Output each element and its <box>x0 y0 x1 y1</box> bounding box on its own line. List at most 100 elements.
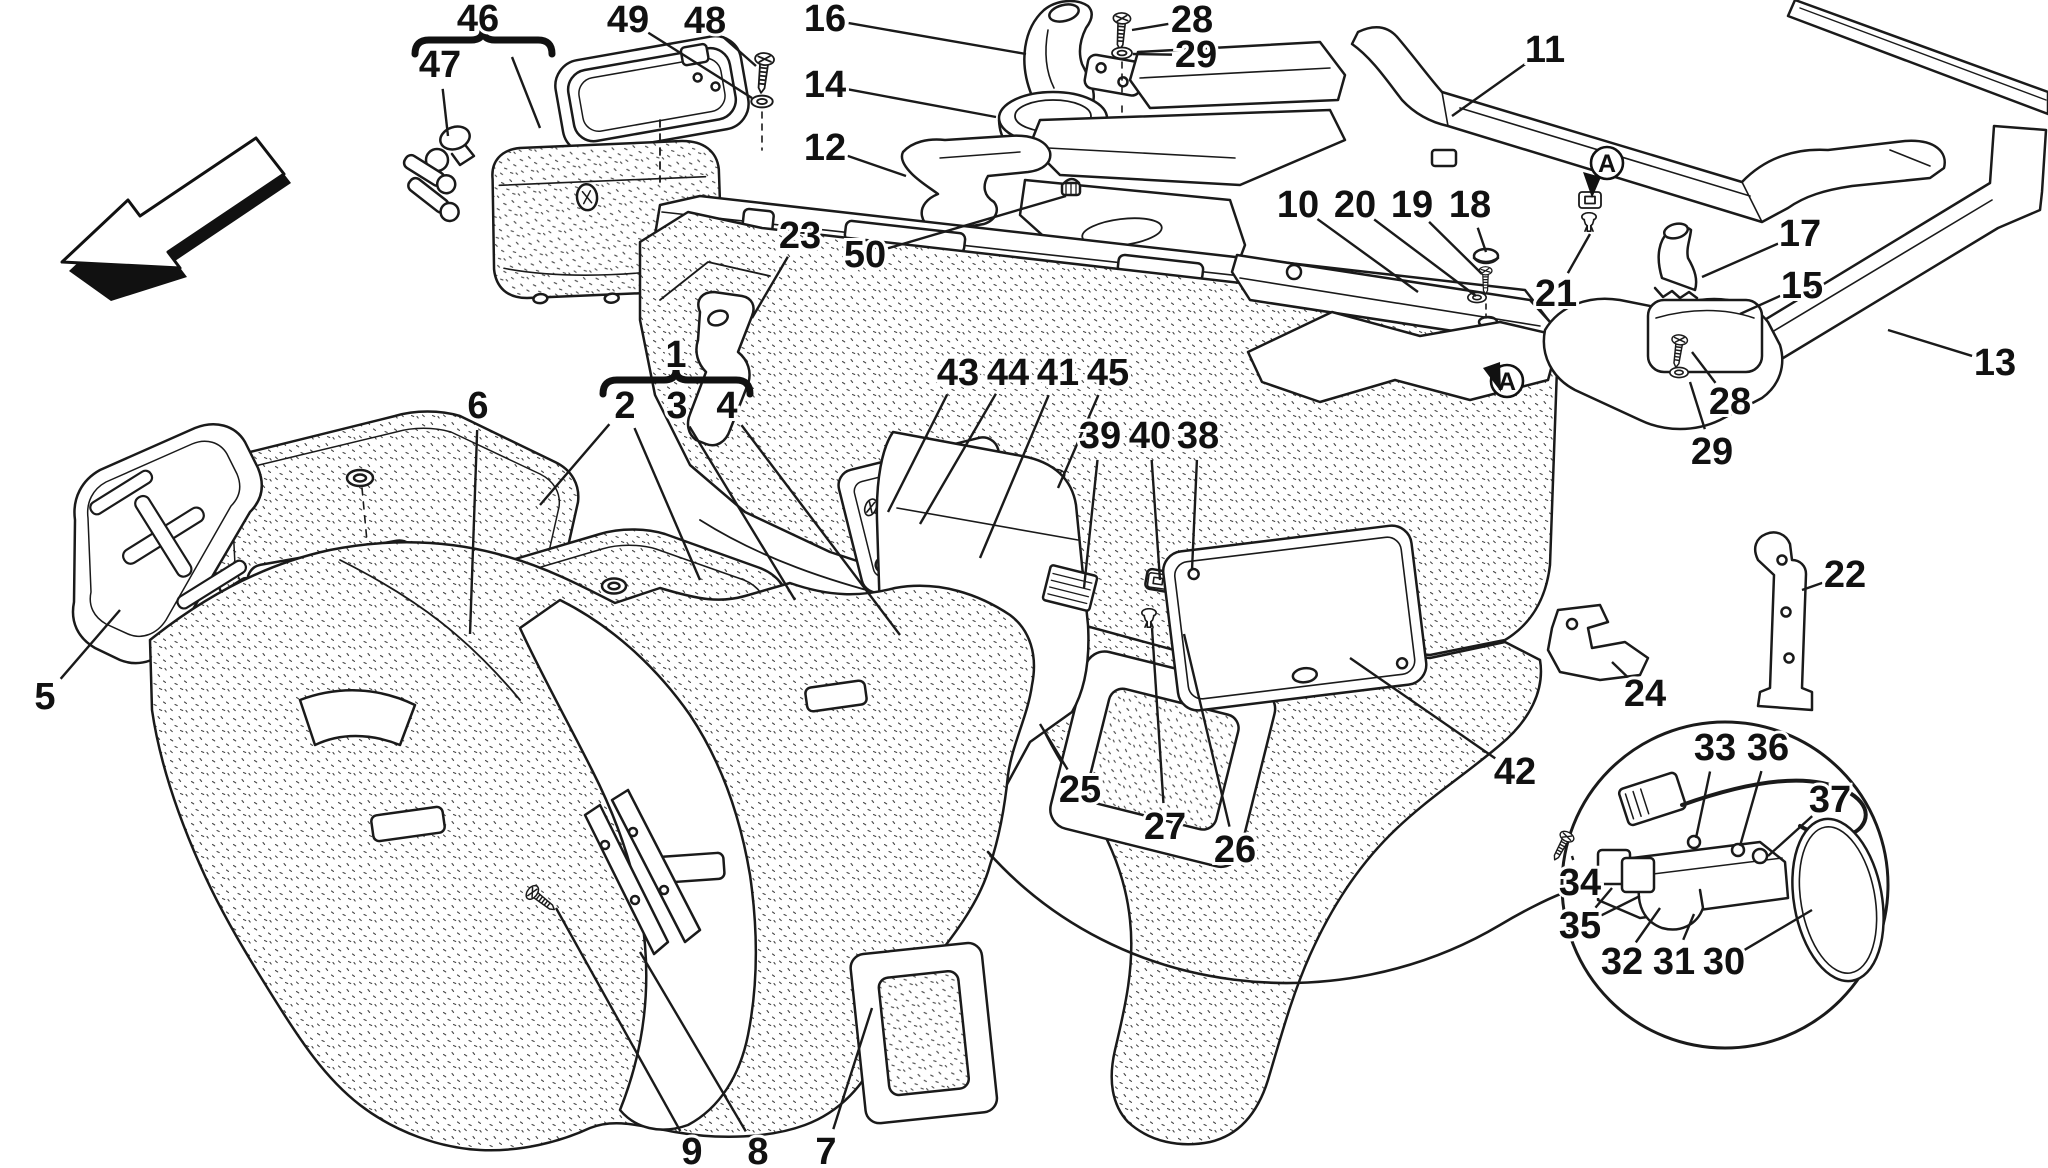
leader-line-22 <box>1801 581 1823 592</box>
part-label-48: 48 <box>684 0 726 42</box>
leader-line-50 <box>887 194 1067 250</box>
leader-line-3 <box>688 425 797 601</box>
leader-line-46 <box>510 56 542 129</box>
part-label-9: 9 <box>681 1131 702 1168</box>
part-label-1: 1 <box>665 334 686 376</box>
stud-37-icon <box>1751 847 1769 865</box>
part-label-29-2: 29 <box>1691 431 1733 473</box>
lock-and-keys-47 <box>402 125 476 223</box>
detail-circle <box>1547 720 1890 1050</box>
leader-line-43 <box>886 393 949 513</box>
bracket-for-46 <box>411 26 556 58</box>
leader-line-5 <box>59 609 121 680</box>
part-label-21: 21 <box>1535 273 1577 315</box>
washer-36-icon <box>1730 842 1746 858</box>
part-label-37: 37 <box>1809 779 1851 821</box>
pillar-strip-7 <box>610 788 702 944</box>
bracket-24 <box>1546 603 1650 682</box>
leader-line-27 <box>1150 627 1165 804</box>
part-label-47: 47 <box>419 44 461 86</box>
bracket-for-1 <box>599 366 754 398</box>
leader-line-11 <box>1451 62 1527 117</box>
leader-line-47 <box>441 88 450 137</box>
switch-blocks-35 <box>1596 848 1656 894</box>
leader-line-15 <box>1739 294 1781 316</box>
part-label-13: 13 <box>1974 342 2016 384</box>
leader-line-32 <box>1634 907 1661 944</box>
reference-marker-A-1: A <box>1583 145 1625 198</box>
part-label-40: 40 <box>1129 415 1171 457</box>
part-label-3: 3 <box>666 385 687 427</box>
part-label-5: 5 <box>34 676 55 718</box>
leader-line-24 <box>1611 661 1629 679</box>
leader-line-14 <box>848 88 997 119</box>
leader-line-42 <box>1349 657 1496 760</box>
leader-line-35 <box>1594 887 1613 909</box>
washer-29b-icon <box>1668 366 1690 379</box>
part-label-14: 14 <box>804 64 846 106</box>
leader-line-44 <box>918 393 997 525</box>
part-label-27: 27 <box>1144 806 1186 848</box>
leader-line-7 <box>832 1007 874 1130</box>
part-label-28-2: 28 <box>1709 381 1751 423</box>
part-label-50: 50 <box>844 234 886 276</box>
leader-line-20 <box>1373 218 1477 297</box>
part-label-36: 36 <box>1747 727 1789 769</box>
part-label-25: 25 <box>1059 769 1101 811</box>
rear-carpet-lower-extension <box>1024 610 1543 1146</box>
front-floor-carpet <box>148 541 1036 1152</box>
washer-49-icon <box>749 94 775 109</box>
clip-nut-21-icon <box>1577 190 1603 210</box>
part-label-29-1: 29 <box>1175 34 1217 76</box>
wiring-connector <box>1617 771 1687 827</box>
sticker-39 <box>1041 564 1099 612</box>
part-label-11: 11 <box>1525 29 1565 71</box>
hinge-strip-22 <box>1754 531 1814 712</box>
part-label-18: 18 <box>1449 184 1491 226</box>
marker-letter: A <box>1498 368 1516 396</box>
marker-letter: A <box>1598 150 1616 178</box>
detail-circle-leader-curve <box>986 850 1565 985</box>
washer-20-icon <box>1466 291 1488 304</box>
bracket-12 <box>900 134 1052 232</box>
leader-line-29 <box>1688 381 1706 430</box>
leader-line-45 <box>1056 394 1100 489</box>
leader-line-41 <box>978 394 1050 559</box>
sill-strip-10 <box>1230 253 1552 347</box>
leader-line-25 <box>1038 723 1069 771</box>
part-label-12: 12 <box>804 127 846 169</box>
part-label-19: 19 <box>1391 184 1433 226</box>
part-label-26: 26 <box>1214 829 1256 871</box>
leader-line-21 <box>1566 233 1592 274</box>
part-label-45: 45 <box>1087 352 1129 394</box>
leader-line-39 <box>1082 459 1099 589</box>
leader-line-31 <box>1682 913 1696 941</box>
leader-line-35 <box>1600 894 1641 917</box>
rivet-21-icon <box>1580 212 1598 233</box>
leader-line-18 <box>1476 227 1488 253</box>
part-label-15: 15 <box>1781 265 1823 307</box>
leader-line-2 <box>633 427 702 581</box>
leader-line-23 <box>750 256 789 319</box>
leader-line-4 <box>740 424 901 636</box>
reference-marker-A-2: A <box>1483 362 1525 399</box>
part-label-17: 17 <box>1779 213 1821 255</box>
marker-circle <box>1589 145 1625 181</box>
leader-line-2 <box>539 423 611 506</box>
screw-48-icon <box>750 50 776 96</box>
view-direction-arrow-icon <box>60 136 291 301</box>
part-label-16: 16 <box>804 0 846 40</box>
pillar-strip-8 <box>583 803 670 956</box>
screw-28-icon <box>1110 11 1133 51</box>
leader-line-8 <box>638 951 747 1132</box>
leader-line-37 <box>1767 815 1813 857</box>
leader-line-9 <box>554 907 682 1132</box>
leader-line-26 <box>1182 633 1231 827</box>
side-panel-5 <box>71 423 263 665</box>
stud-50-icon <box>1060 177 1082 197</box>
part-label-8: 8 <box>747 1131 768 1168</box>
console-rail-middle <box>1028 108 1347 187</box>
